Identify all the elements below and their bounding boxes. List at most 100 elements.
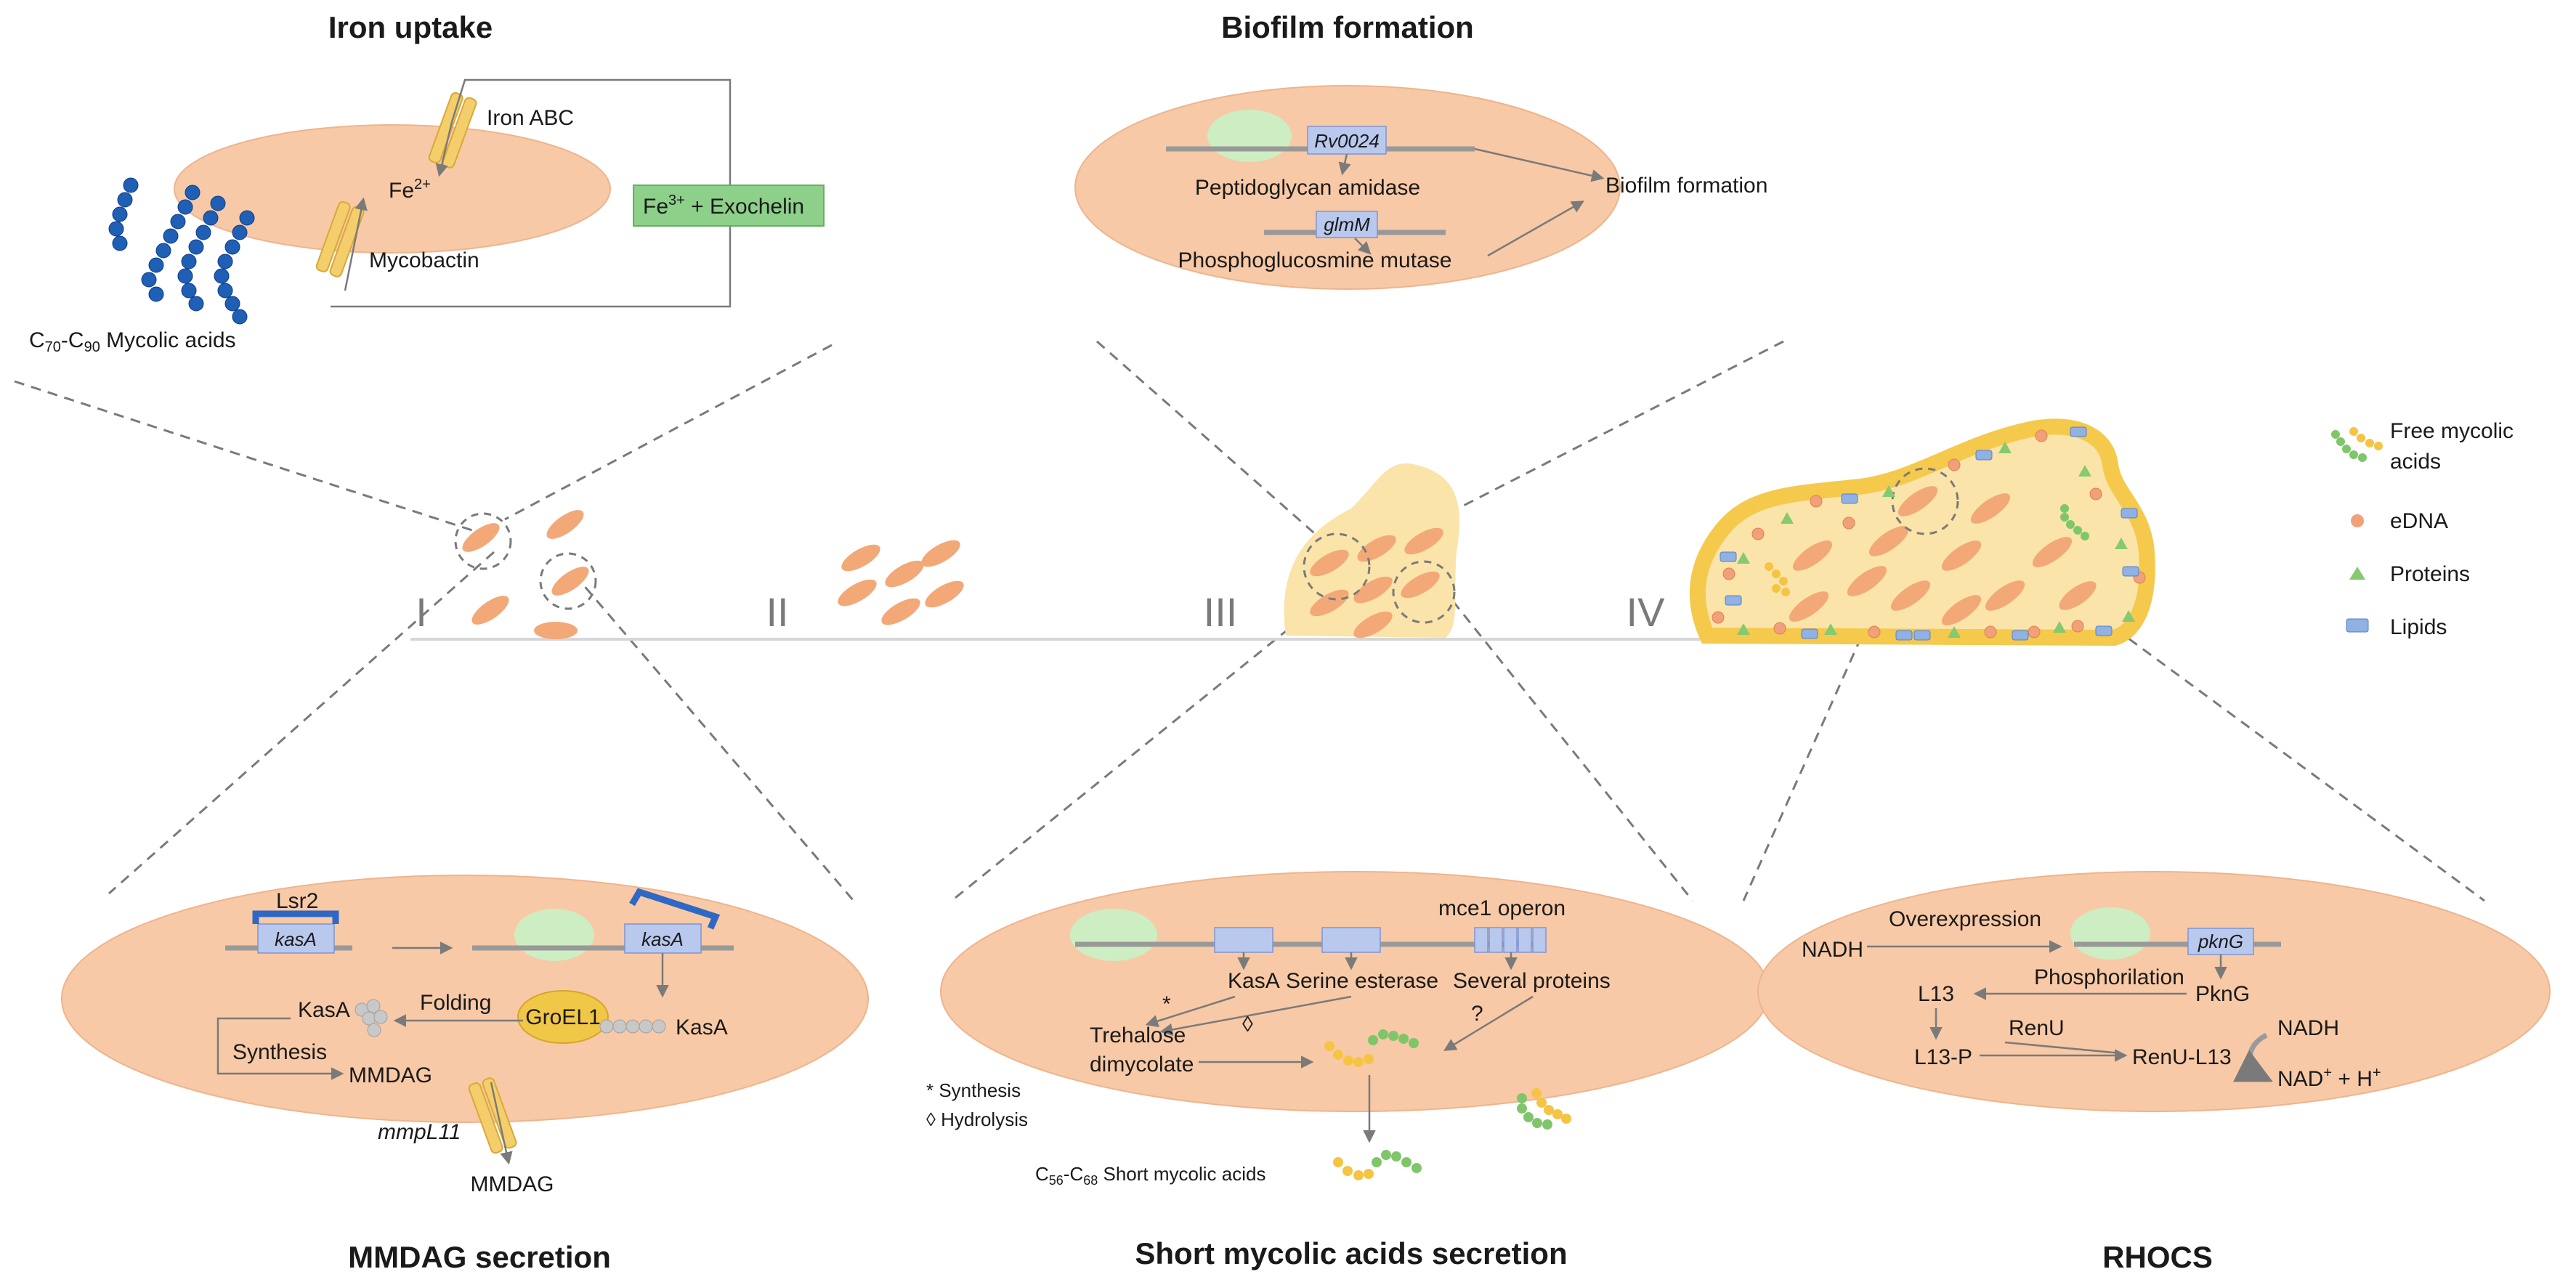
kasA-unfolded-chain [599,1019,666,1034]
nadh-cycle-arrow [2232,1032,2273,1082]
legend-lipid-label: Lipids [2390,615,2447,639]
iron-abc-label: Iron ABC [487,106,574,130]
exochelin-box [633,185,825,227]
several-proteins-label: Several proteins [1453,969,1611,993]
legend-protein-label: Proteins [2390,562,2470,586]
serine-esterase-gene-box [1321,927,1381,953]
kasA-protein-right-label: KasA [676,1016,728,1039]
mmpl11-label: mmpL11 [378,1120,461,1144]
ribosome-icon [1207,110,1292,162]
stage-label-II: II [766,589,788,635]
short-mycolic-outside-icon [1333,1150,1422,1180]
title-biofilm-formation: Biofilm formation [1221,10,1474,44]
stage-III-zoom-circles [1303,532,1456,624]
stage-IV-zoom-circle [1891,467,1959,535]
short-mycolic-side-icon [1517,1088,1571,1130]
legend: Free mycolic acids eDNA Proteins Lipids [2331,419,2514,639]
gene-kasA-1-label: kasA [275,928,317,950]
stage-IV-free-mycolic [1765,504,2089,596]
stage-II-bacteria [838,540,964,625]
stage-IV-matrix [1689,418,2155,646]
synthesis-star: * [1162,992,1171,1016]
title-rhocs: RHOCS [2102,1240,2213,1274]
gene-rv0024-label: Rv0024 [1314,130,1380,152]
kasA-label-short: KasA [1228,969,1280,993]
lsr2-released-icon [629,888,721,930]
question-mark: ? [1471,1002,1483,1026]
ribosome-icon-4 [2070,907,2150,960]
legend-protein-icon [2349,567,2365,580]
legend-free-mycolic-label: Free mycolic [2390,419,2514,443]
mmdag-outside-label: MMDAG [471,1172,554,1196]
nadh-output-label: NADH [2277,1016,2339,1040]
lsr2-label: Lsr2 [276,889,318,913]
legend-free-mycolic-icon [2331,427,2383,462]
stage-III-bacteria [1310,527,1443,639]
fe3-exochelin-label: Fe3+ + Exochelin [643,192,804,219]
gene-glmm-label: glmM [1324,214,1370,235]
hydrolysis-diamond: ◊ [1242,1013,1253,1037]
mycobactin-transporter-icon [315,200,365,277]
gene-pkng-label: pknG [2198,931,2243,952]
trehalose-label: Trehalose [1090,1023,1186,1047]
ribosome-icon-3 [1070,909,1157,961]
l13-label: L13 [1918,982,1954,1006]
panel-rhocs: NADH Overexpression pknG PknG Phosphoril… [1757,871,2551,1112]
mycobactin-label: Mycobactin [369,248,479,272]
nadh-input-label: NADH [1802,938,1863,962]
stage-IV-lipid-rects [1720,426,2139,641]
mycolic-acids-label: C70-C90 Mycolic acids [29,328,236,355]
serine-esterase-label: Serine esterase [1286,969,1438,993]
panel-iron-uptake: C70-C90 Mycolic acids Iron ABC Fe2+ Myco… [29,78,825,355]
kasA-gene-box [1214,927,1273,953]
phosphorilation-label: Phosphorilation [2034,965,2184,989]
stage-I-zoom-circles [454,512,597,610]
ribosome-icon-2 [514,909,594,961]
nad-output-label: NAD+ + H+ [2277,1065,2381,1091]
kasA-folded-cluster [355,999,388,1037]
legend-lipid-icon [2346,618,2369,633]
renu-l13-label: RenU-L13 [2132,1045,2232,1069]
dimycolate-label: dimycolate [1090,1053,1194,1077]
stage-label-I: I [416,589,427,635]
gene-glmm-box [1316,211,1378,238]
mmpl11-transporter-icon [468,1077,517,1154]
mce1-operon-label: mce1 operon [1438,896,1566,920]
short-mycolic-acids-label: C56-C68 Short mycolic acids [1035,1163,1265,1188]
stage-label-IV: IV [1627,589,1666,635]
fe2-label: Fe2+ [389,177,431,203]
iron-cell [174,124,611,254]
mmdag-inside-label: MMDAG [349,1063,432,1087]
panel-biofilm-formation: Rv0024 Peptidoglycan amidase glmM Phosph… [1074,85,1767,290]
stage-IV-edna-dots [1712,429,2146,639]
mycolic-acid-chains-icon [108,177,255,325]
title-iron-uptake: Iron uptake [328,10,493,44]
gene-kasA-2-label: kasA [641,928,684,950]
groel1-label: GroEL1 [525,1005,600,1029]
legend-edna-label: eDNA [2390,509,2448,533]
stage-IV-protein-triangles [1737,442,2135,638]
gene-rv0024-box [1307,126,1387,155]
biofilm-formation-result: Biofilm formation [1605,174,1767,198]
note-synthesis: * Synthesis [926,1079,1021,1101]
phosphoglucosmine-mutase-label: Phosphoglucosmine mutase [1178,248,1452,272]
stage-IV-bacteria [1789,486,2097,625]
note-hydrolysis: ◊ Hydrolysis [926,1108,1028,1130]
peptidoglycan-amidase-label: Peptidoglycan amidase [1195,176,1420,200]
legend-free-mycolic-label-2: acids [2390,450,2441,474]
title-mmdag-secretion: MMDAG secretion [348,1240,611,1274]
legend-edna-icon [2351,514,2364,527]
mce1-operon-boxes [1474,927,1547,953]
kasA-protein-left-label: KasA [298,998,350,1022]
title-short-mycolic-secretion: Short mycolic acids secretion [1135,1236,1567,1270]
groel1-icon [517,990,609,1044]
pkng-protein-label: PknG [2195,982,2250,1006]
folding-label: Folding [420,991,491,1015]
panel-mmdag-secretion: kasA Lsr2 kasA GroEL1 KasA Folding KasA … [61,875,869,1196]
stage-label-III: III [1204,589,1238,635]
lsr2-bar-icon [252,910,339,924]
l13p-label: L13-P [1914,1045,1972,1069]
short-mycolic-inside-icon [1324,1029,1419,1067]
rhocs-cell [1757,871,2551,1112]
overexpression-label: Overexpression [1889,907,2041,931]
